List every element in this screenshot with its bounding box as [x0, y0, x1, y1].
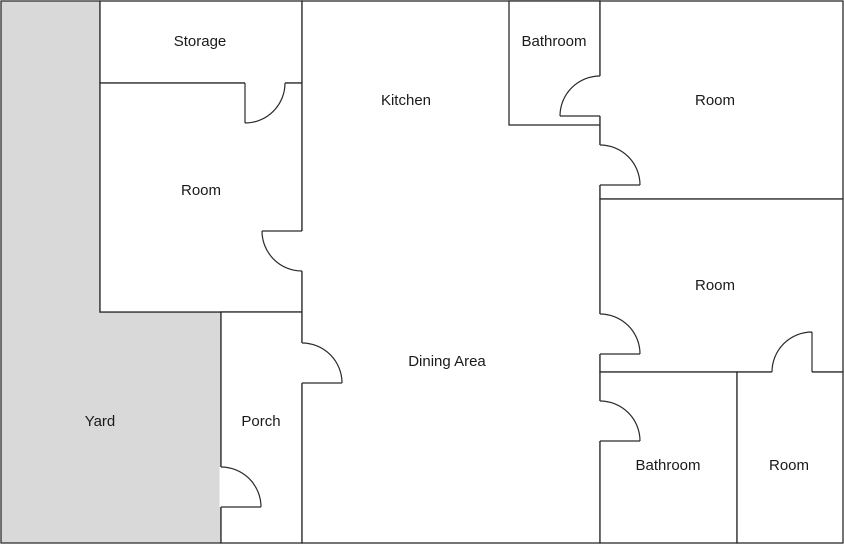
- bottom-bathroom-label: Bathroom: [635, 457, 700, 474]
- bottom-bathroom: [599, 371, 738, 544]
- bottom-right-room: [736, 371, 844, 544]
- door-bottom-right-room[interactable]: [771, 331, 813, 374]
- yard-label: Yard: [85, 413, 116, 430]
- porch-label: Porch: [241, 413, 280, 430]
- door-bathroom-top[interactable]: [559, 75, 602, 117]
- storage-room: [99, 0, 303, 84]
- middle-right-room: [599, 198, 844, 373]
- middle-right-room-label: Room: [695, 277, 735, 294]
- top-bathroom: [508, 0, 601, 126]
- upper-left-room: [99, 82, 303, 313]
- door-porch-dining[interactable]: [300, 342, 343, 384]
- door-room-kitchen[interactable]: [261, 230, 304, 272]
- upper-left-room-label: Room: [181, 182, 221, 199]
- door-top-right-room[interactable]: [598, 144, 641, 186]
- door-porch-yard[interactable]: [219, 466, 262, 508]
- kitchen-label: Kitchen: [381, 92, 431, 109]
- door-storage-room[interactable]: [244, 81, 286, 124]
- door-bathroom-bottom[interactable]: [598, 400, 641, 442]
- dining-area-label: Dining Area: [408, 353, 486, 370]
- bottom-right-room-label: Room: [769, 457, 809, 474]
- top-bathroom-label: Bathroom: [521, 33, 586, 50]
- top-right-room-label: Room: [695, 92, 735, 109]
- storage-label: Storage: [174, 33, 227, 50]
- door-middle-right-room[interactable]: [598, 313, 641, 355]
- top-right-room: [599, 0, 844, 200]
